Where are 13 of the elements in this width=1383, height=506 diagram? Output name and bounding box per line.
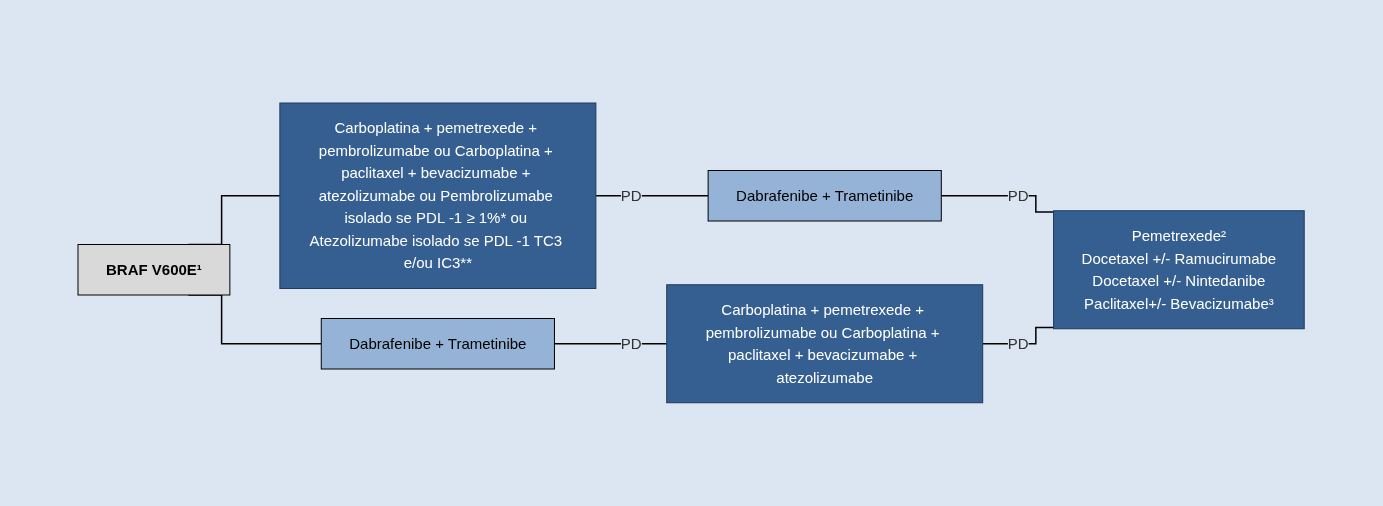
node-box: BRAF V600E¹	[77, 244, 231, 296]
node-box: Carboplatina + pemetrexede + pembrolizumabe ou Carboplatina + paclitaxel + bevacizumabe + atezolizumabe ou Pembrolizumabe isolado se PDL -1 ≥ 1%* ou Atezolizumabe isolado se PDL -1 TC3 e/ou IC3**	[279, 102, 597, 290]
node-box: Dabrafenibe + Trametinibe	[321, 318, 556, 370]
node-box: Dabrafenibe + Trametinibe	[708, 170, 943, 222]
edge-label: PD	[1008, 334, 1029, 352]
edge-label: PD	[1008, 186, 1029, 204]
connector	[595, 195, 710, 197]
node-box: Carboplatina + pemetrexede + pembrolizumabe ou Carboplatina + paclitaxel + bevacizumabe + atezolizumabe	[666, 284, 984, 404]
connector	[940, 195, 1055, 213]
node-box: Pemetrexede² Docetaxel +/- Ramucirumabe Docetaxel +/- Nintedanibe Paclitaxel+/- Bevacizumabe³	[1053, 210, 1306, 330]
edge-label: PD	[621, 186, 643, 204]
connector	[554, 343, 668, 345]
edge-label: PD	[621, 334, 643, 352]
